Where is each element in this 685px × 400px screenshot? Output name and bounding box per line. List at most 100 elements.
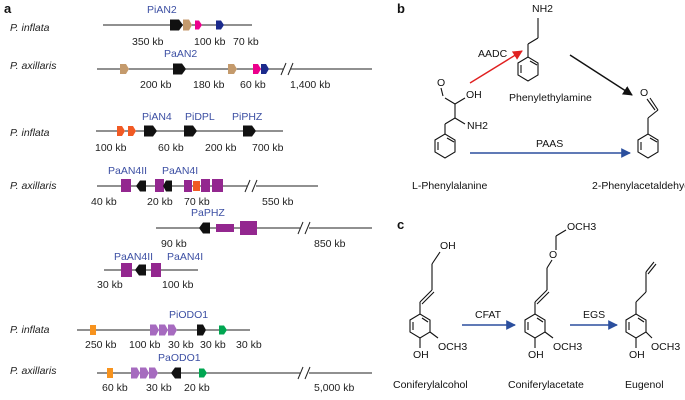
gene-label-PaAN2: PaAN2 xyxy=(164,48,197,60)
kb-label: 60 kb xyxy=(158,142,184,154)
kb-label: 30 kb xyxy=(168,339,194,351)
compound-phenylalanine: L-Phenylalanine xyxy=(412,180,487,192)
gene-arrow-PaODO1 xyxy=(171,367,181,379)
kb-label: 30 kb xyxy=(146,382,172,394)
kb-label: 5,000 kb xyxy=(314,382,354,394)
arrow-oxidation xyxy=(569,54,633,96)
enzyme-CFAT: CFAT xyxy=(475,309,502,321)
row-axillaris-odo1: P. axillaris PaODO1 60 kb 30 kb 20 kb 5,… xyxy=(10,352,372,394)
compound-eugenol: Eugenol xyxy=(625,379,664,391)
atom-O: O xyxy=(640,87,648,99)
gene-arrow-PiODO1 xyxy=(197,324,206,336)
gene-arrow-PiAN4 xyxy=(144,125,157,137)
atom-O: O xyxy=(549,249,557,261)
atom-OH: OH xyxy=(413,349,429,361)
gene-box-purple xyxy=(121,179,131,192)
gene-arrow-magenta xyxy=(253,64,261,74)
atom-OCH3: OCH3 xyxy=(651,341,680,353)
gene-box-amber xyxy=(107,368,113,378)
kb-label: 100 kb xyxy=(95,142,127,154)
row-axillaris-an4: P. axillaris PaAN4II PaAN4I 40 kb 20 kb … xyxy=(10,165,318,208)
gene-arrow-lilac xyxy=(168,324,177,336)
kb-label: 180 kb xyxy=(193,79,225,91)
gene-arrow-black xyxy=(136,180,146,192)
break-mark xyxy=(297,221,304,235)
molecule-eugenol: OH OCH3 Eugenol xyxy=(625,261,680,391)
gene-label-PaAN4I: PaAN4I xyxy=(162,165,198,177)
row-axillaris-an4-alt: PaAN4II PaAN4I 30 kb 100 kb xyxy=(97,251,203,291)
row-inflata-odo1: P. inflata PiODO1 250 kb 100 kb 30 kb 30… xyxy=(10,309,262,351)
gene-arrow-lilac xyxy=(159,324,168,336)
break-mark xyxy=(304,221,311,235)
gene-label-PaPHZ: PaPHZ xyxy=(191,207,225,219)
kb-label: 30 kb xyxy=(236,339,262,351)
kb-label: 30 kb xyxy=(200,339,226,351)
gene-box-purple xyxy=(201,179,210,192)
kb-label: 100 kb xyxy=(162,279,194,291)
compound-coniferylacetate: Coniferylacetate xyxy=(508,379,584,391)
kb-label: 60 kb xyxy=(102,382,128,394)
arrow-aadc xyxy=(469,50,523,84)
gene-box-purple xyxy=(151,263,161,277)
break-mark xyxy=(297,366,304,380)
gene-label-PiODO1: PiODO1 xyxy=(169,309,208,321)
gene-box-purple xyxy=(155,179,164,192)
atom-OCH3: OCH3 xyxy=(553,341,582,353)
panel-c-label: c xyxy=(397,217,404,232)
gene-arrow-lilac xyxy=(149,367,158,379)
gene-arrow-orange xyxy=(128,126,136,136)
atom-OH: OH xyxy=(528,349,544,361)
break-mark xyxy=(251,179,258,193)
gene-arrow-green xyxy=(219,325,227,335)
gene-arrow-PiAN2 xyxy=(170,19,183,31)
break-mark xyxy=(287,62,294,76)
gene-arrow-lilac xyxy=(150,324,159,336)
gene-arrow-navy xyxy=(261,64,269,74)
enzyme-EGS: EGS xyxy=(583,309,605,321)
kb-label: 850 kb xyxy=(314,238,346,250)
gene-arrow-tan xyxy=(183,19,192,31)
molecule-phenylalanine: O OH NH2 L-Phenylalanine xyxy=(412,77,488,192)
kb-label: 1,400 kb xyxy=(290,79,330,91)
gene-label-PaAN4I: PaAN4I xyxy=(167,251,203,263)
gene-arrow-lilac xyxy=(140,367,149,379)
enzyme-PAAS: PAAS xyxy=(536,138,563,150)
atom-OH: OH xyxy=(466,89,482,101)
gene-label-PiAN4: PiAN4 xyxy=(142,111,172,123)
kb-label: 20 kb xyxy=(184,382,210,394)
atom-O: O xyxy=(437,77,445,89)
molecule-phenylethylamine: NH2 Phenylethylamine xyxy=(509,3,592,104)
gene-label-PaAN4II: PaAN4II xyxy=(114,251,153,263)
gene-arrow-magenta xyxy=(195,20,202,30)
gene-box-purple xyxy=(216,224,234,232)
gene-box-purple xyxy=(184,180,192,192)
kb-label: 350 kb xyxy=(132,36,164,48)
atom-OH: OH xyxy=(629,349,645,361)
molecule-phenylacetaldehyde: O 2-Phenylacetaldehyde xyxy=(592,87,685,192)
atom-OH: OH xyxy=(440,240,456,252)
break-mark xyxy=(280,62,287,76)
species-label: P. inflata xyxy=(10,127,50,139)
kb-label: 700 kb xyxy=(252,142,284,154)
break-mark xyxy=(244,179,251,193)
kb-label: 200 kb xyxy=(205,142,237,154)
gene-arrow-lilac xyxy=(131,367,140,379)
gene-arrow-PaAN2 xyxy=(173,63,186,75)
gene-box-purple xyxy=(121,263,132,277)
gene-label-PiPHZ: PiPHZ xyxy=(232,111,263,123)
row-axillaris-phz: PaPHZ 90 kb 850 kb xyxy=(156,207,372,250)
gene-arrow-PiDPL xyxy=(184,125,197,137)
species-label: P. axillaris xyxy=(10,365,57,377)
gene-label-PiDPL: PiDPL xyxy=(185,111,215,123)
compound-coniferylalcohol: Coniferylalcohol xyxy=(393,379,468,391)
gene-arrow-tan xyxy=(228,64,237,74)
kb-label: 70 kb xyxy=(184,196,210,208)
atom-NH2: NH2 xyxy=(467,120,488,132)
gene-arrow-tan xyxy=(120,64,129,74)
gene-box-orange xyxy=(193,181,200,191)
gene-arrow-black xyxy=(163,180,172,192)
gene-box-purple xyxy=(240,221,257,235)
kb-label: 250 kb xyxy=(85,339,117,351)
